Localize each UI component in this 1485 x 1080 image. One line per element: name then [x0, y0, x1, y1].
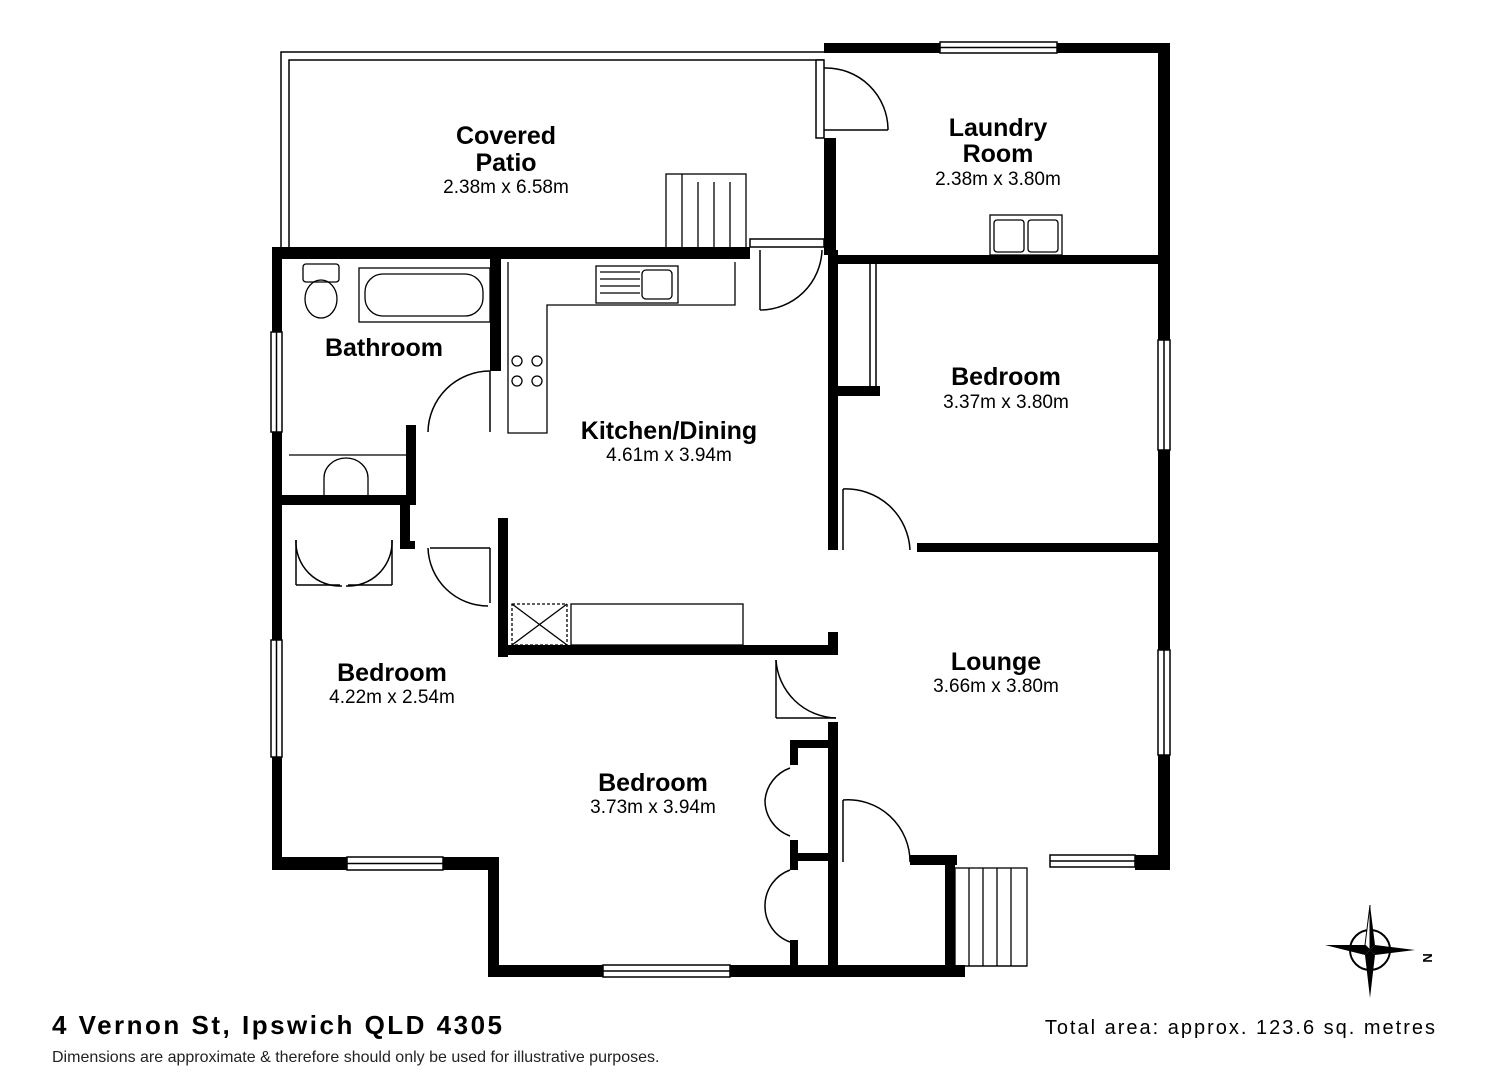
- kitchen-dimensions: 4.61m x 3.94m: [606, 445, 732, 466]
- compass-icon: N: [1325, 904, 1435, 998]
- lounge-label: Lounge: [951, 648, 1041, 676]
- laundry-dimensions: 2.38m x 3.80m: [935, 169, 1061, 190]
- stairs: [665, 173, 1028, 967]
- laundry-label-line1: Laundry: [949, 114, 1048, 142]
- patio-label-line2: Patio: [475, 149, 536, 177]
- patio-outline: [280, 51, 824, 248]
- walls: [272, 43, 1170, 977]
- patio-dimensions: 2.38m x 6.58m: [443, 177, 569, 198]
- property-address: 4 Vernon St, Ipswich QLD 4305: [52, 1010, 505, 1040]
- fixtures: [289, 214, 1063, 646]
- bedroom-ne-label: Bedroom: [951, 363, 1061, 391]
- bedroom-ne-dimensions: 3.37m x 3.80m: [943, 392, 1069, 413]
- laundry-label-line2: Room: [963, 140, 1034, 168]
- doors: [295, 59, 911, 943]
- windows: [270, 41, 1171, 978]
- compass-north-label: N: [1420, 953, 1435, 962]
- total-area-text: Total area: approx. 123.6 sq. metres: [1044, 1017, 1437, 1039]
- kitchen-label: Kitchen/Dining: [581, 417, 757, 445]
- disclaimer-text: Dimensions are approximate & therefore s…: [52, 1049, 660, 1066]
- bedroom-s-label: Bedroom: [598, 769, 708, 797]
- bedroom-s-dimensions: 3.73m x 3.94m: [590, 797, 716, 818]
- patio-label-line1: Covered: [456, 122, 556, 150]
- bedroom-w-label: Bedroom: [337, 659, 447, 687]
- lounge-dimensions: 3.66m x 3.80m: [933, 676, 1059, 697]
- bathroom-label: Bathroom: [325, 334, 443, 362]
- bedroom-w-dimensions: 4.22m x 2.54m: [329, 687, 455, 708]
